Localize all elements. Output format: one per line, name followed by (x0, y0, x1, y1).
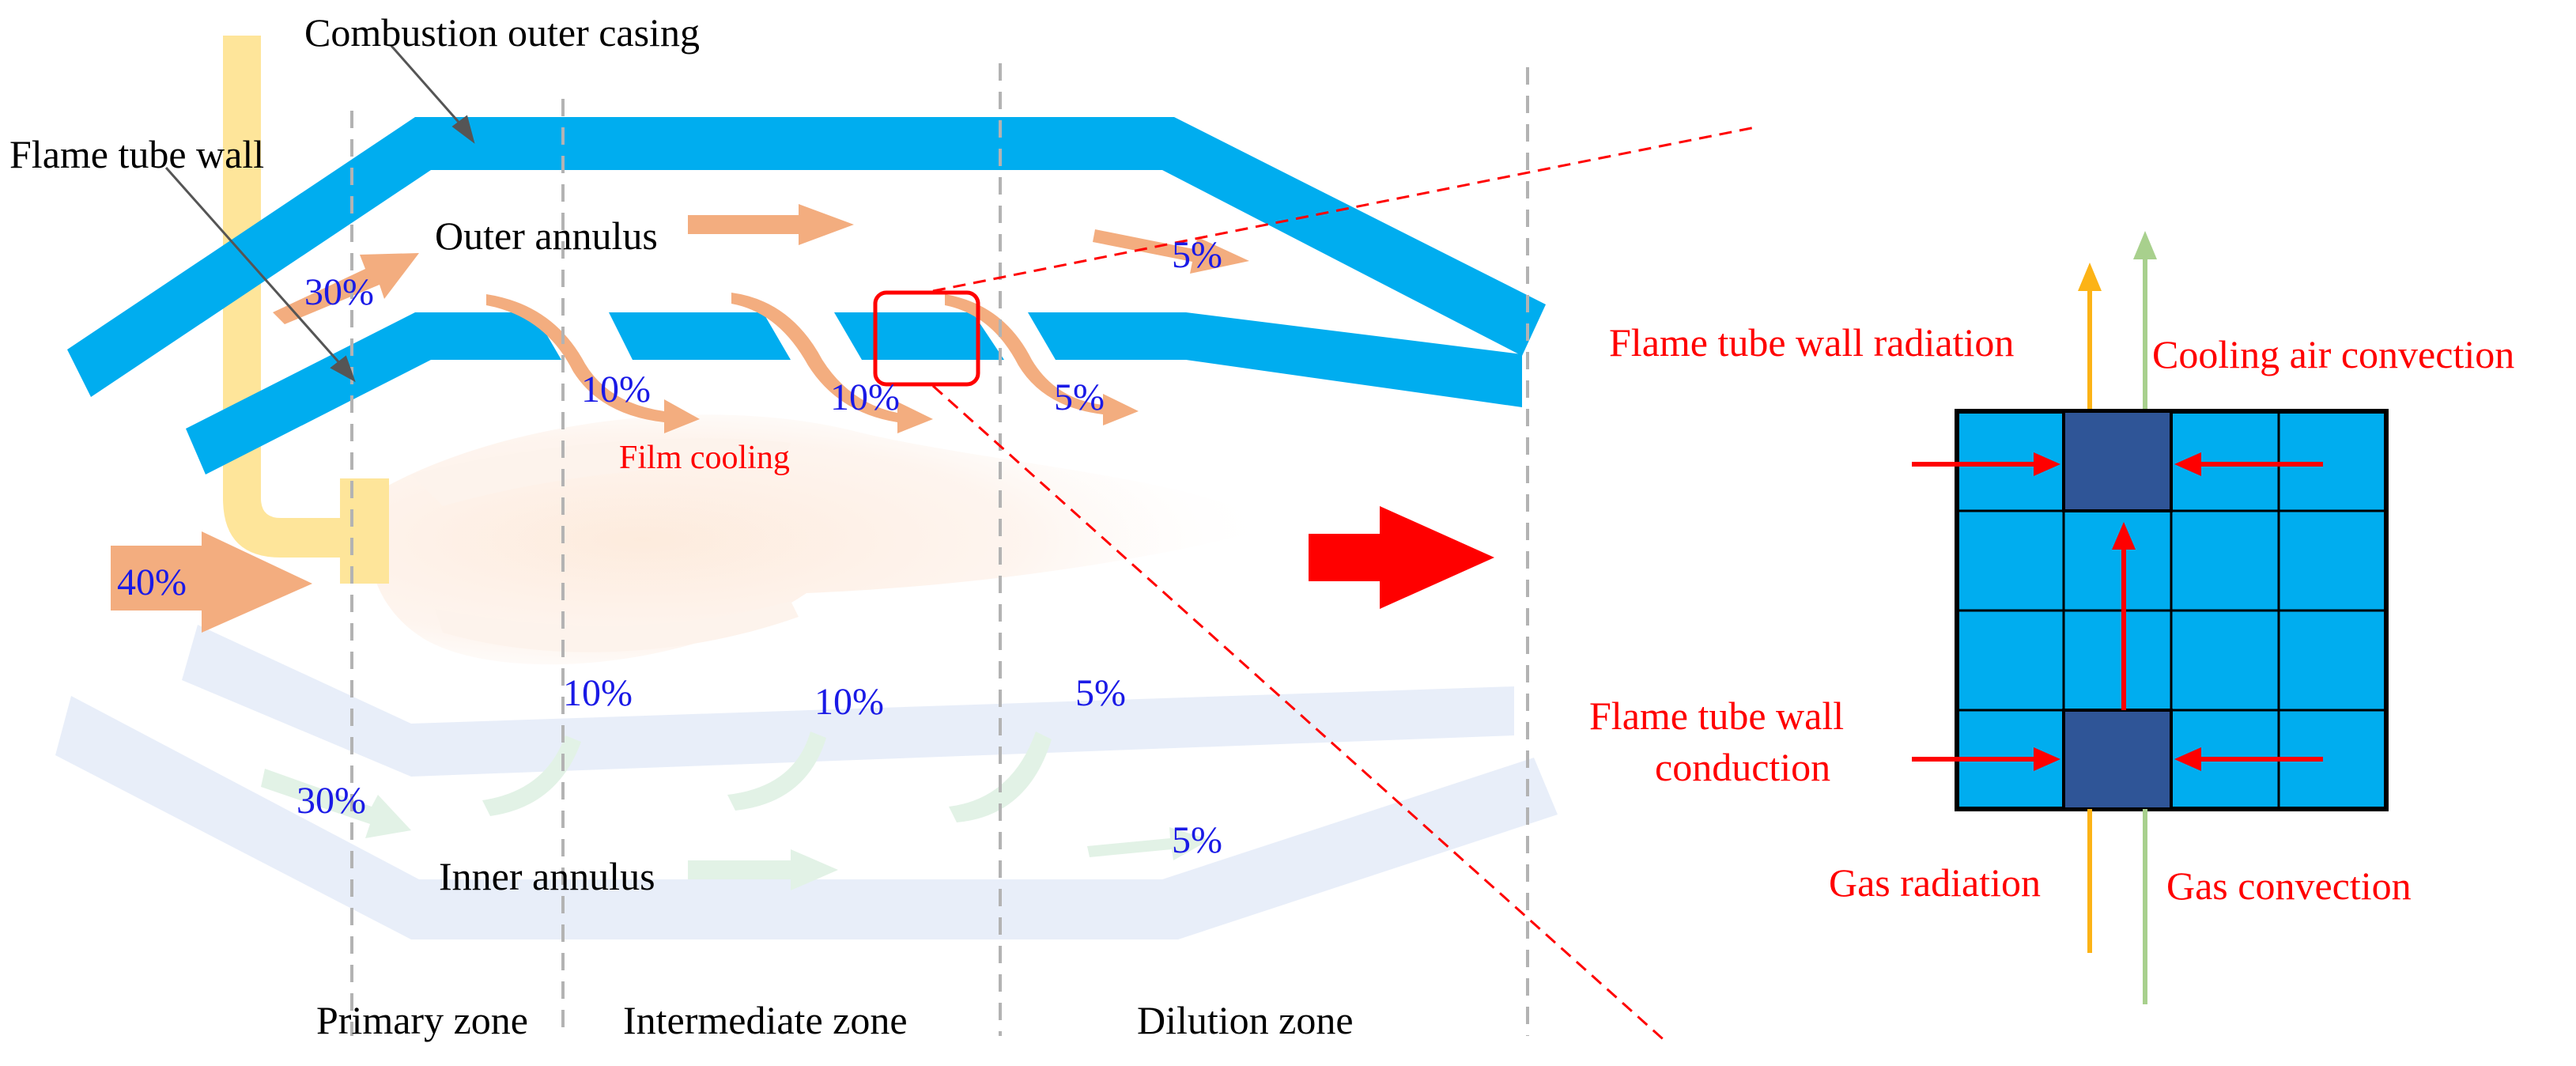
inner-casing-wall (55, 696, 1558, 939)
film-cooling-label: Film cooling (619, 440, 790, 476)
inner-annulus-label: Inner annulus (439, 854, 655, 898)
inner-side-faded (55, 625, 1558, 939)
zone-dividers (350, 63, 1529, 1036)
inner-flame-tube-wall (182, 625, 1514, 777)
outer-airflow-arrows (273, 204, 1249, 433)
fuel-injector (223, 36, 389, 584)
flame (368, 414, 1281, 665)
wall-cell-top (2062, 410, 2173, 512)
inner-primary-arrow (261, 769, 411, 838)
wall-conduction-label-line2: conduction (1655, 745, 1830, 789)
flame-tube-wall-label: Flame tube wall (9, 132, 264, 176)
outer-annulus-arrow (688, 204, 854, 245)
intermediate-zone-label: Intermediate zone (623, 998, 908, 1042)
inner-dilution-arrow (1087, 827, 1210, 860)
inner-film-cooling-1 (482, 735, 581, 816)
inner-film-cooling-2 (727, 731, 826, 811)
gas-radiation-label: Gas radiation (1829, 860, 2041, 905)
cooling-convection-label: Cooling air convection (2152, 332, 2514, 376)
combustion-outer-casing-label: Combustion outer casing (304, 10, 700, 55)
outer-film-percent-3: 5% (1054, 376, 1105, 418)
inner-annulus-arrow (688, 849, 838, 890)
dilution-zone-label: Dilution zone (1137, 998, 1354, 1042)
inner-film-percent-1: 10% (563, 672, 633, 714)
inlet-percent: 40% (117, 561, 187, 603)
inlet-arrow (111, 531, 312, 633)
conduction-arrows (1912, 452, 2323, 771)
film-cooling-arrow-3 (945, 294, 1139, 425)
outer-film-percent-2: 10% (830, 376, 900, 418)
outer-dilution-percent: 5% (1172, 234, 1222, 276)
gas-convection-label: Gas convection (2166, 864, 2412, 908)
heat-transfer-inset: Flame tube wall radiation Cooling air co… (1589, 231, 2514, 1004)
inner-dilution-percent: 5% (1172, 819, 1222, 861)
outer-film-percent-1: 10% (581, 369, 651, 410)
outer-annulus-label: Outer annulus (435, 214, 658, 258)
leader-lines (164, 45, 475, 383)
primary-zone-label: Primary zone (316, 998, 528, 1042)
outer-dilution-arrow (1093, 229, 1249, 274)
exhaust-arrow (1309, 506, 1494, 609)
wall-cell-bottom (2062, 709, 2173, 811)
zoom-lines (931, 125, 1760, 1045)
inner-film-percent-2: 10% (814, 681, 884, 723)
inner-primary-percent: 30% (297, 780, 366, 822)
inner-film-percent-3: 5% (1075, 672, 1126, 714)
inner-film-cooling-3 (949, 731, 1052, 822)
wall-radiation-label: Flame tube wall radiation (1609, 320, 2014, 365)
film-cooling-arrow-2 (731, 293, 933, 433)
wall-conduction-label-line1: Flame tube wall (1589, 694, 1844, 738)
outer-primary-percent: 30% (304, 271, 374, 313)
zoom-highlight-box[interactable] (873, 290, 980, 387)
film-cooling-arrow-1 (486, 294, 700, 433)
outer-primary-arrow (273, 253, 419, 324)
